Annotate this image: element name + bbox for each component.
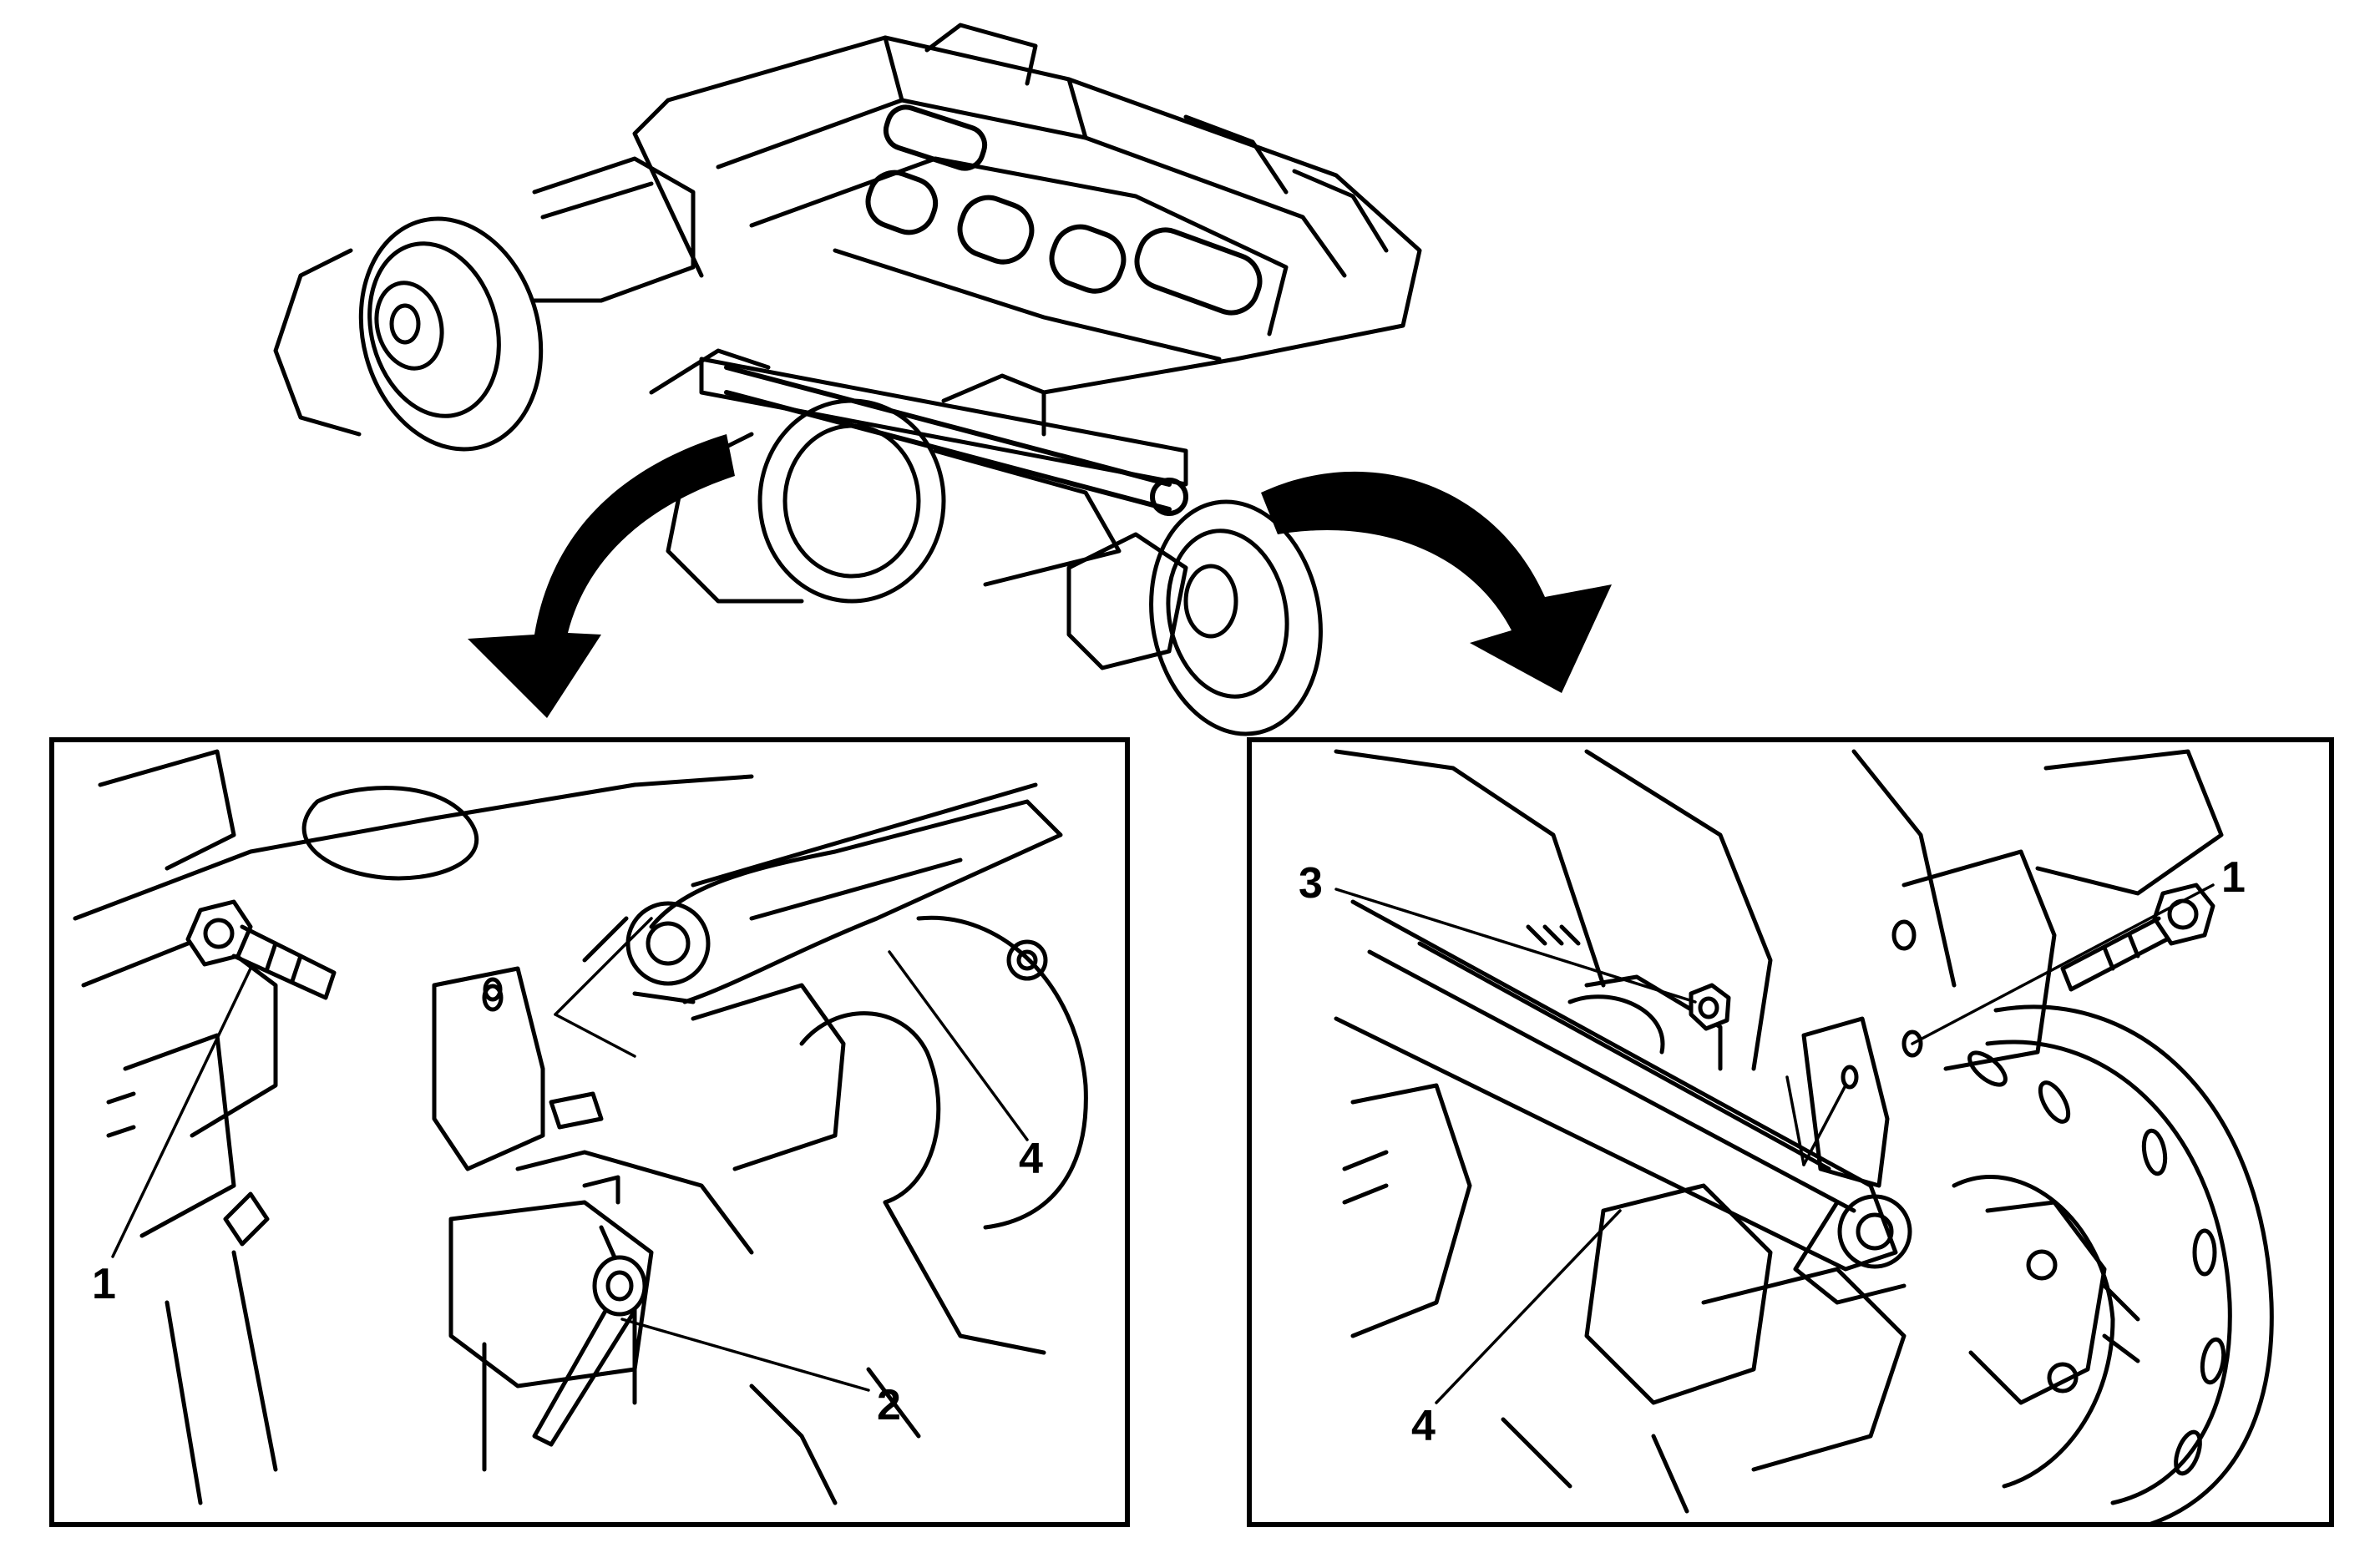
arrow-to-right-detail [1261, 471, 1612, 693]
right-callout-4: 4 [1411, 1402, 1436, 1450]
nut-2-left [532, 1255, 647, 1447]
frame-crossmember [632, 23, 1422, 395]
bolt-1-right [2060, 883, 2215, 992]
left-brake-rotor [273, 156, 696, 452]
right-callout-1: 1 [2221, 853, 2246, 902]
left-callout-1: 1 [92, 1260, 116, 1308]
nut-3-right [1689, 983, 1731, 1031]
arrow-to-left-detail [468, 434, 735, 718]
left-callout-4: 4 [1019, 1135, 1043, 1183]
crossmember-cutouts [865, 104, 1263, 316]
overview-rear-axle-assembly [273, 23, 1422, 736]
overview-control-link [724, 365, 1188, 516]
right-callout-3: 3 [1299, 859, 1323, 908]
left-callout-2: 2 [877, 1381, 901, 1429]
left-detail-view: 1 2 4 [49, 737, 1130, 1527]
right-brake-rotor [1066, 499, 1323, 736]
left-callout-leaders [111, 917, 1029, 1392]
bolt-1-left [185, 899, 337, 1000]
right-callout-leaders [1334, 883, 2215, 1404]
left-detail-frame [49, 737, 1130, 1527]
right-detail-view: 3 1 4 [1247, 737, 2334, 1527]
